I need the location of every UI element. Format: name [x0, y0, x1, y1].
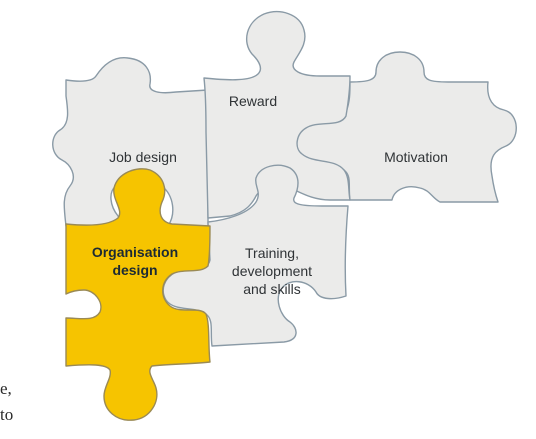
training-label-line-3: and skills: [243, 281, 301, 297]
reward-label: Reward: [228, 93, 278, 109]
cut-off-text-line-2: to: [0, 405, 14, 424]
organisation-design-label: Organisation design: [80, 243, 190, 279]
training-piece: [162, 164, 349, 347]
job-design-label: Job design: [109, 149, 177, 165]
training-label-line-1: Training,: [245, 245, 299, 261]
motivation-label: Motivation: [384, 149, 448, 165]
organisation-design-label-line-1: Organisation: [91, 244, 179, 260]
training-label-line-2: development: [231, 263, 313, 279]
organisation-design-piece: [65, 168, 211, 421]
organisation-design-label-line-2: design: [112, 262, 158, 278]
cut-off-text-line-1: e,: [0, 379, 12, 398]
training-label: Training, development and skills: [222, 244, 322, 298]
